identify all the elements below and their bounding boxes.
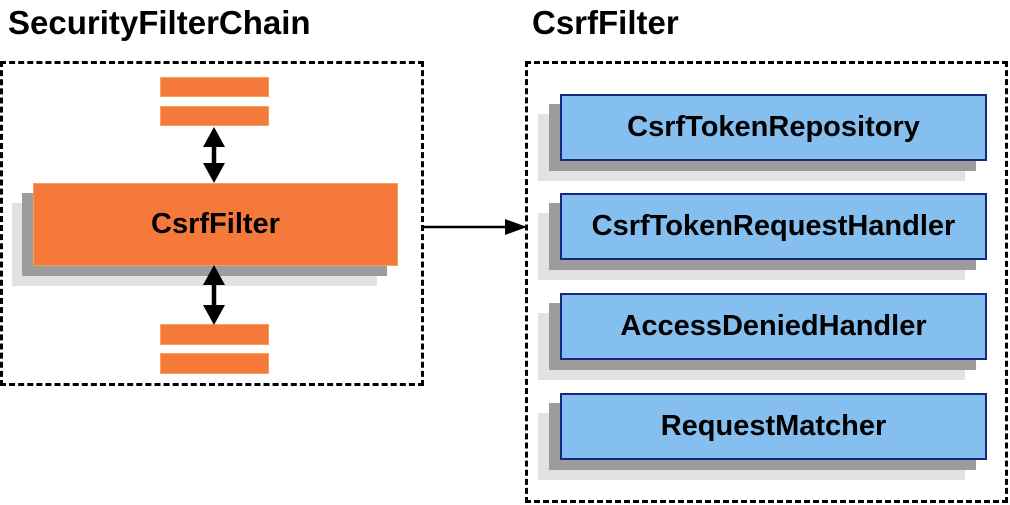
component-label: RequestMatcher bbox=[660, 410, 887, 442]
filter-placeholder-bar-top-2 bbox=[160, 106, 269, 126]
filter-placeholder-bar-bottom-1 bbox=[160, 324, 269, 345]
security-filter-chain-container bbox=[0, 61, 424, 386]
component-label: CsrfTokenRequestHandler bbox=[591, 210, 956, 242]
csrf-filter-box-label: CsrfFilter bbox=[151, 208, 280, 240]
security-filter-chain-title: SecurityFilterChain bbox=[8, 4, 311, 41]
filter-placeholder-bar-bottom-2 bbox=[160, 353, 269, 374]
component-box-access-denied-handler: AccessDeniedHandler bbox=[560, 293, 987, 360]
component-label: CsrfTokenRepository bbox=[627, 111, 920, 143]
csrf-filter-box: CsrfFilter bbox=[33, 183, 398, 266]
component-box-csrf-token-request-handler: CsrfTokenRequestHandler bbox=[560, 193, 987, 260]
component-label: AccessDeniedHandler bbox=[620, 310, 927, 342]
filter-placeholder-bar-top-1 bbox=[160, 77, 269, 97]
csrf-filter-components-container bbox=[525, 61, 1008, 503]
csrf-filter-title: CsrfFilter bbox=[532, 4, 679, 41]
detail-arrow-icon bbox=[423, 219, 527, 235]
component-box-csrf-token-repository: CsrfTokenRepository bbox=[560, 94, 987, 161]
component-box-request-matcher: RequestMatcher bbox=[560, 393, 987, 460]
